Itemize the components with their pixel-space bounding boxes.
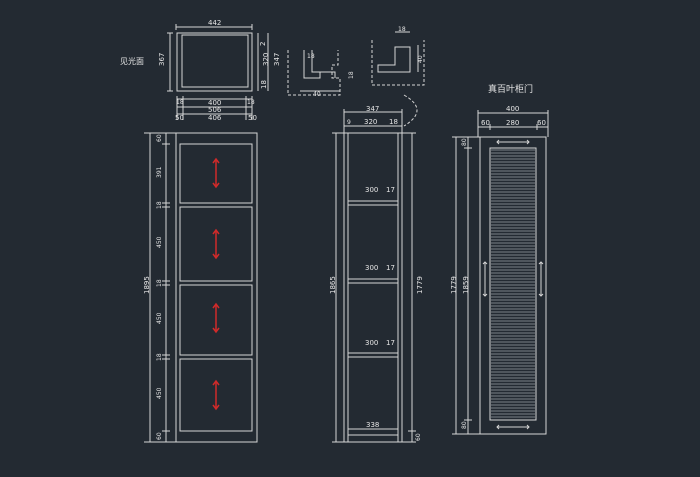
top-depth-back: 18 [260, 80, 268, 89]
door-right-stile: 60 [537, 119, 546, 127]
front-arrows [212, 157, 220, 411]
door-middle: 280 [506, 119, 519, 127]
shelf-1-depth: 300 [365, 186, 378, 194]
top-width-inner: 406 [208, 114, 222, 122]
top-left-small: 18 [176, 99, 184, 106]
top-width-outer: 400 [208, 99, 221, 107]
top-width-overall: 442 [208, 19, 221, 27]
top-left-offset: 50 [175, 114, 184, 122]
double-arrow-icon [212, 228, 220, 260]
door-bottom-rail: 80 [461, 421, 468, 429]
detail-a-w18: 18 [307, 53, 315, 60]
door-width-overall: 400 [506, 105, 519, 113]
front-view [144, 132, 258, 443]
view-face-label: 见光面 [120, 56, 144, 66]
shelf-2-thick: 17 [386, 264, 395, 272]
louver-door-title: 真百叶柜门 [488, 83, 533, 95]
side-top-right: 18 [389, 118, 398, 126]
front-segment-labels: 60 391 18 450 18 450 18 450 60 [156, 134, 163, 440]
front-segment-label: 60 [156, 432, 163, 440]
top-right-offset: 50 [248, 114, 257, 122]
front-segment-label: 18 [156, 353, 163, 361]
top-view [167, 24, 269, 120]
door-view [452, 110, 549, 435]
double-arrow-icon [212, 302, 220, 334]
door-left-stile: 60 [481, 119, 490, 127]
top-depth-inner: 347 [273, 53, 281, 66]
top-depth-front: 2 [259, 42, 267, 46]
side-top-mid: 320 [364, 118, 377, 126]
detail-a-h18: 18 [348, 71, 355, 79]
shelf-3-depth: 300 [365, 339, 378, 347]
side-section [332, 94, 418, 443]
top-right-small: 18 [247, 99, 255, 106]
shelf-1-thick: 17 [386, 186, 395, 194]
front-segment-label: 60 [156, 134, 163, 142]
side-bottom-right: 60 [415, 433, 422, 441]
door-height-outer: 1779 [450, 276, 458, 294]
front-segment-label: 450 [156, 312, 163, 324]
detail-b-w18: 18 [398, 26, 406, 33]
detail-a-w40: 40 [313, 91, 321, 98]
door-height-inner: 1859 [462, 276, 470, 294]
front-segment-label: 450 [156, 236, 163, 248]
front-segment-label: 18 [156, 279, 163, 287]
detail-b [371, 31, 425, 86]
door-top-rail: 80 [461, 138, 468, 146]
base-depth: 338 [366, 421, 379, 429]
top-depth-overall: 367 [158, 53, 166, 66]
louver-slats [491, 149, 535, 418]
front-total-height: 1895 [143, 276, 151, 294]
top-depth-mid: 320 [262, 53, 270, 66]
double-arrow-icon [212, 379, 220, 411]
side-width-overall: 347 [366, 105, 379, 113]
front-segment-label: 450 [156, 387, 163, 399]
detail-b-h40: 40 [417, 55, 424, 63]
front-segment-label: 18 [156, 201, 163, 209]
top-width-mid: 506 [208, 106, 222, 114]
side-height-left: 1865 [329, 276, 337, 294]
shelf-3-thick: 17 [386, 339, 395, 347]
front-segment-label: 391 [156, 166, 163, 178]
door-handles [482, 139, 544, 430]
detail-a [287, 50, 341, 96]
shelf-2-depth: 300 [365, 264, 378, 272]
side-height-right: 1779 [416, 276, 424, 294]
side-top-left: 9 [347, 119, 351, 126]
double-arrow-icon [212, 157, 220, 189]
